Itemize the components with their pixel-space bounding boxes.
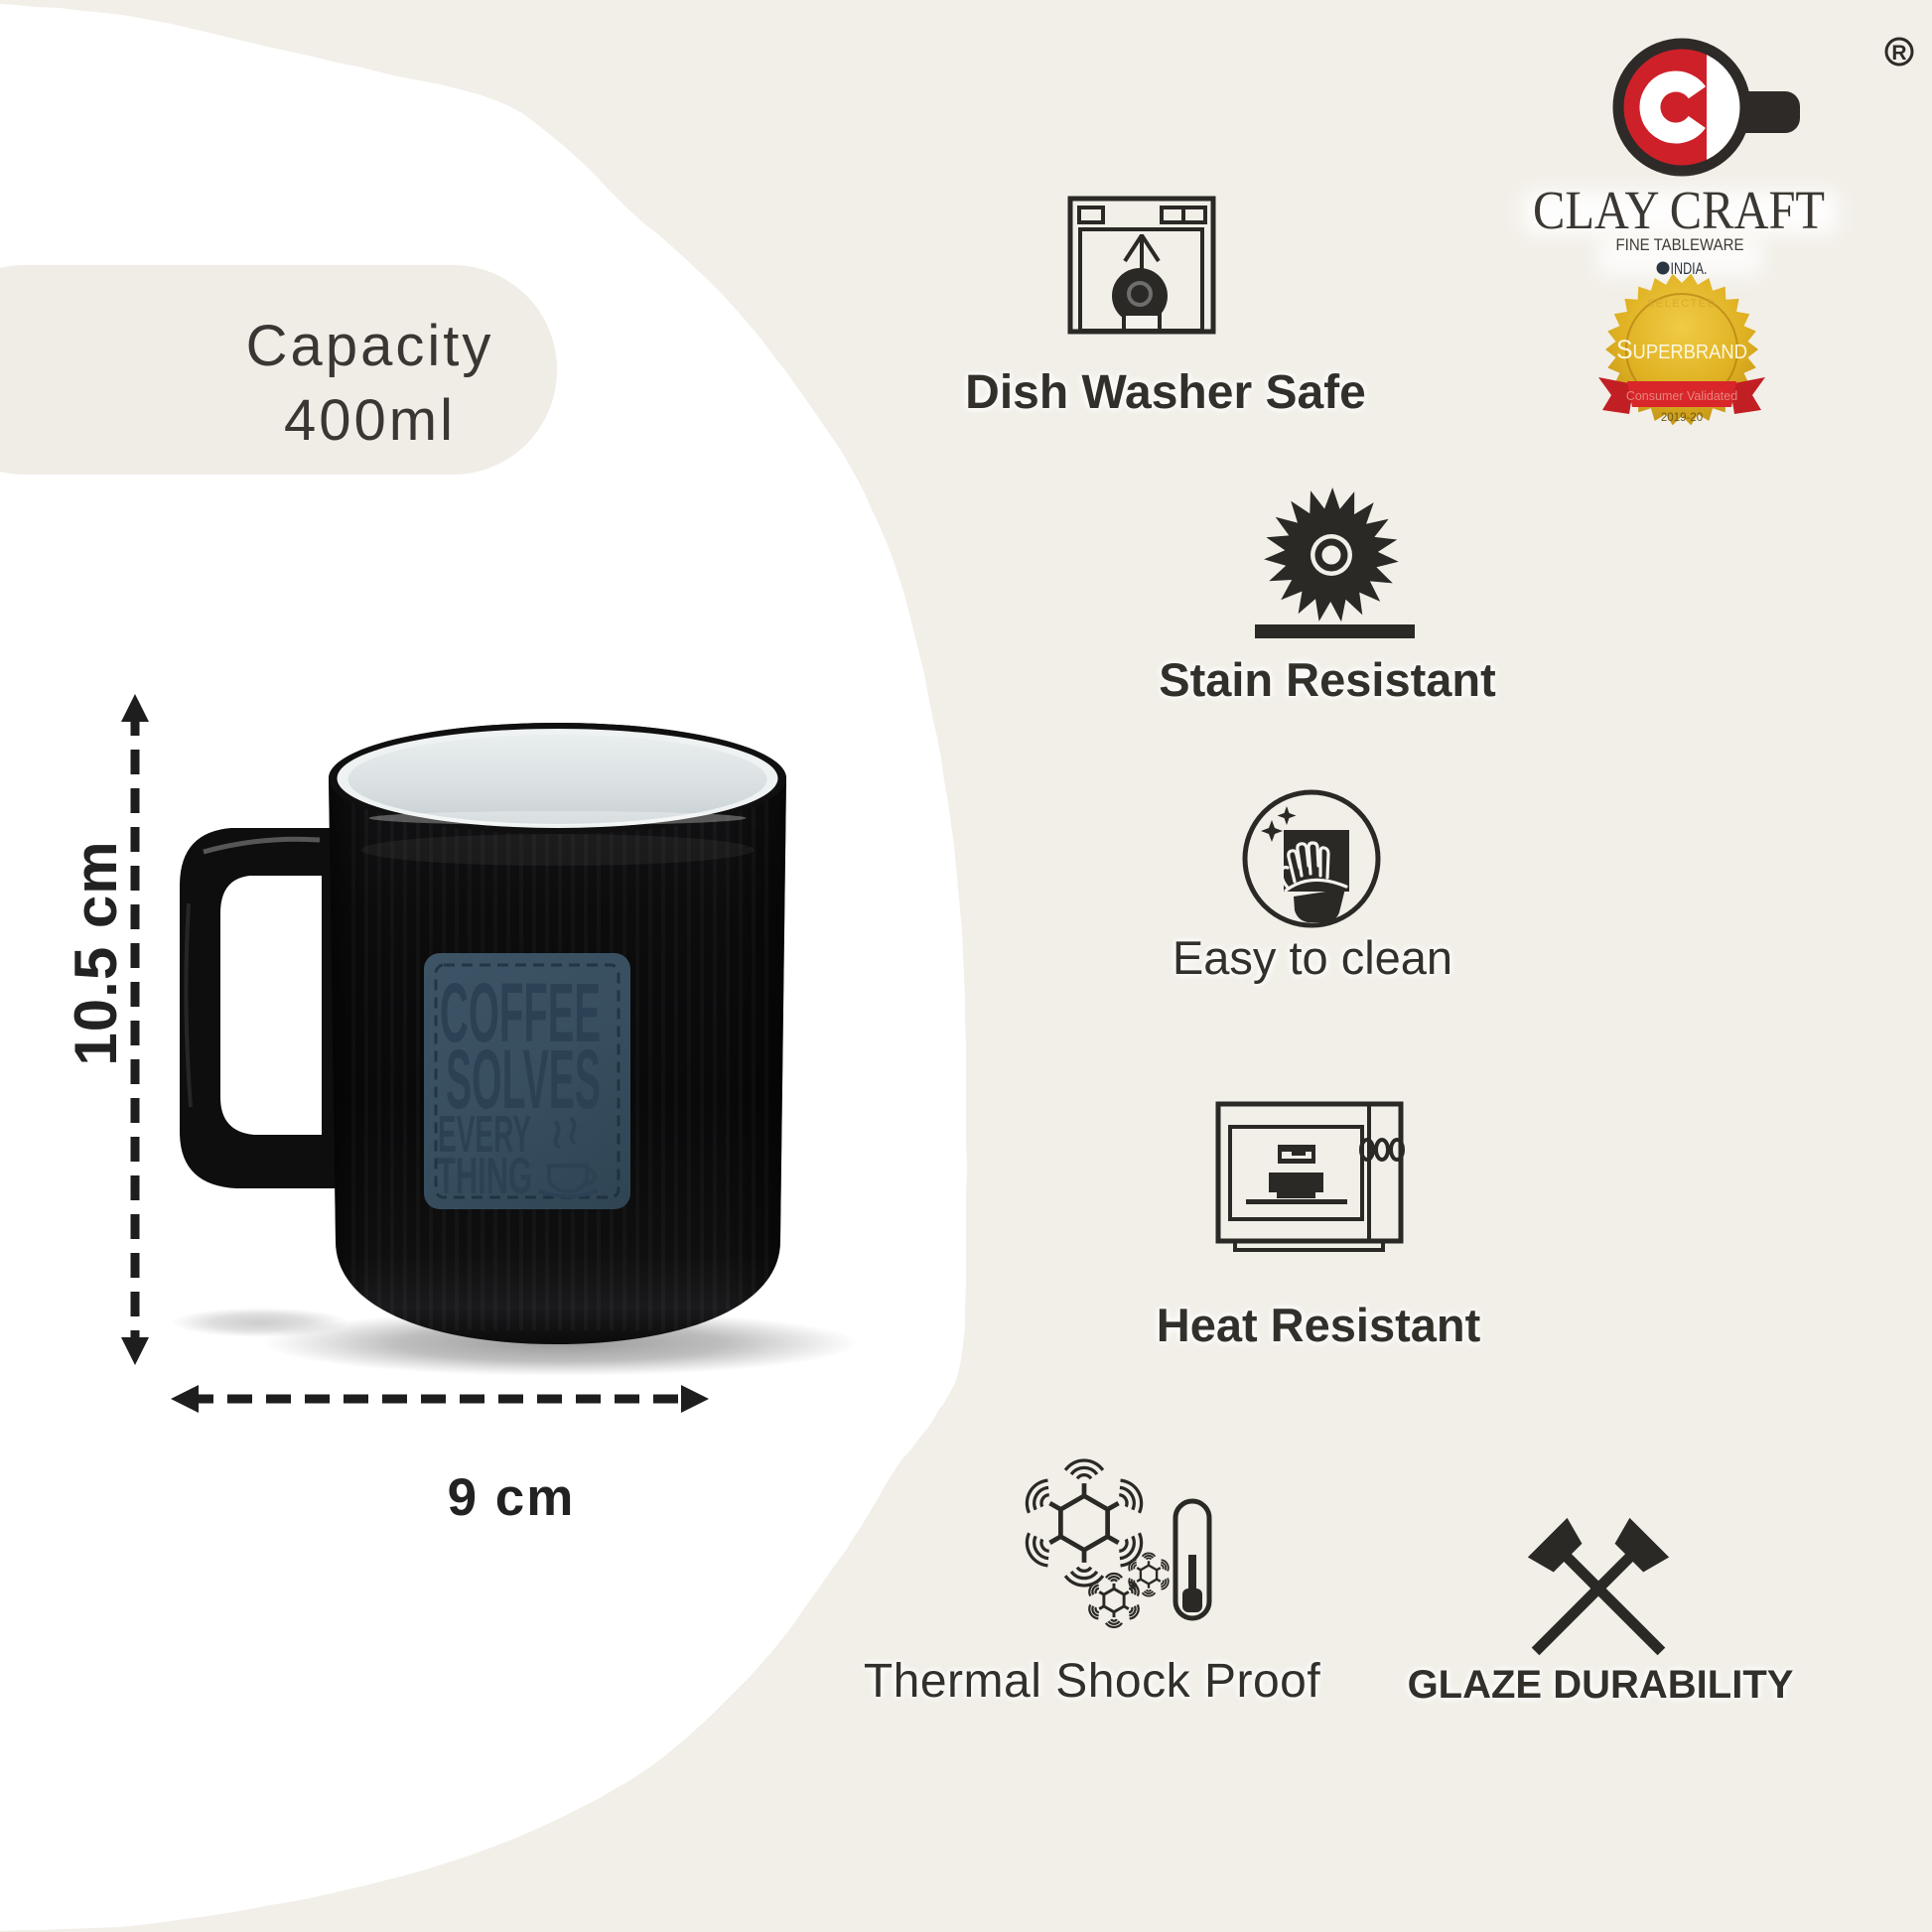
svg-text:FINE TABLEWARE: FINE TABLEWARE <box>1616 235 1744 254</box>
svg-text:R: R <box>1891 42 1906 65</box>
svg-text:SUPERBRAND: SUPERBRAND <box>1616 335 1747 364</box>
svg-text:THING: THING <box>437 1148 532 1205</box>
svg-text:SELECTED: SELECTED <box>1647 298 1717 310</box>
svg-text:EVERY: EVERY <box>438 1106 531 1164</box>
svg-text:Consumer Validated: Consumer Validated <box>1626 389 1737 403</box>
svg-text:INDIA.: INDIA. <box>1671 259 1708 278</box>
svg-text:COFFEE: COFFEE <box>440 966 601 1059</box>
svg-text:CLAY CRAFT: CLAY CRAFT <box>1533 180 1825 240</box>
svg-text:SOLVES: SOLVES <box>446 1033 601 1126</box>
svg-text:2019-20: 2019-20 <box>1661 412 1703 424</box>
